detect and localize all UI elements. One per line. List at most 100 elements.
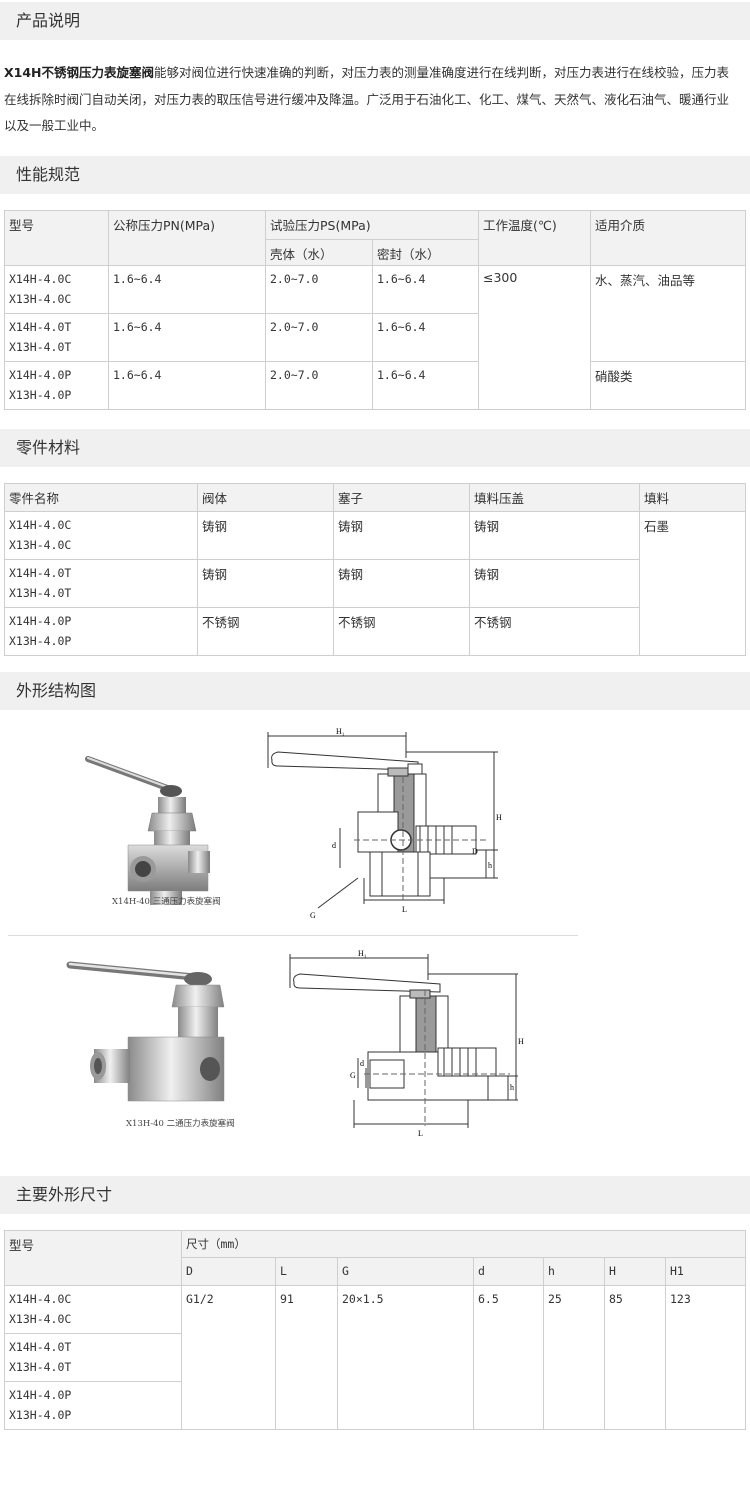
dim-header-size: 尺寸（mm） xyxy=(180,1230,747,1258)
section-title: 零件材料 xyxy=(16,438,81,457)
figure-caption-2: X13H-40 二通压力表旋塞阀 xyxy=(126,1119,235,1129)
dim-header-H: H xyxy=(604,1257,666,1286)
dim-label-L: L xyxy=(418,1129,423,1138)
value-d: 6.5 xyxy=(473,1285,544,1430)
structure-figure: X14H-40 三通压力表旋塞阀 H₁ H h d D L G xyxy=(8,723,578,1156)
value-h: 25 xyxy=(543,1285,605,1430)
section-header-spec: 性能规范 xyxy=(0,156,750,194)
dim-label-H: H xyxy=(496,813,502,822)
material-header-part: 零件名称 xyxy=(4,483,198,512)
pn-cell: 1.6~6.4 xyxy=(108,265,266,314)
value-D: G1/2 xyxy=(181,1285,276,1430)
gland-cell: 铸钢 xyxy=(469,511,640,560)
section-header-description: 产品说明 xyxy=(0,2,750,40)
dim-header-model: 型号 xyxy=(4,1230,182,1286)
seal-cell: 1.6~6.4 xyxy=(372,361,479,410)
intro-paragraph: X14H不锈钢压力表旋塞阀能够对阀位进行快速准确的判断，对压力表的测量准确度进行… xyxy=(4,60,746,140)
shell-cell: 2.0~7.0 xyxy=(265,265,373,314)
gland-cell: 铸钢 xyxy=(469,559,640,608)
three-way-valve-drawing: H₁ H h d D L G xyxy=(267,728,502,920)
section-title: 外形结构图 xyxy=(16,681,97,700)
dim-label-d: d xyxy=(360,1059,364,1068)
section-title: 性能规范 xyxy=(16,165,81,184)
value-H1: 123 xyxy=(664,1285,747,1430)
material-header-plug: 塞子 xyxy=(333,483,470,512)
value-L: 91 xyxy=(275,1285,338,1430)
section-header-structure: 外形结构图 xyxy=(0,672,750,710)
section-title: 主要外形尺寸 xyxy=(16,1185,113,1204)
dim-header-d: d xyxy=(473,1257,544,1286)
dim-label-H: H xyxy=(518,1037,524,1046)
product-name: X14H不锈钢压力表旋塞阀 xyxy=(4,65,154,80)
dim-label-G: G xyxy=(350,1071,356,1080)
plug-cell: 铸钢 xyxy=(333,559,470,608)
dim-header-h: h xyxy=(543,1257,605,1286)
temp-cell: ≤300 xyxy=(478,265,591,410)
three-way-valve-photo xyxy=(85,756,210,905)
medium-cell: 硝酸类 xyxy=(590,361,746,410)
dim-label-h1: H₁ xyxy=(358,949,367,958)
dim-header-H1: H1 xyxy=(664,1257,747,1286)
dim-label-L: L xyxy=(402,905,407,914)
figure-caption-1: X14H-40 三通压力表旋塞阀 xyxy=(112,897,221,907)
gland-cell: 不锈钢 xyxy=(469,607,640,656)
spec-header-temp: 工作温度(℃) xyxy=(478,210,591,266)
spec-table: 型号 公称压力PN(MPa) 试验压力PS(MPa) 工作温度(℃) 适用介质 … xyxy=(4,210,746,410)
medium-cell: 水、蒸汽、油品等 xyxy=(590,265,746,362)
dim-label-h: h xyxy=(510,1083,514,1092)
body-cell: 铸钢 xyxy=(197,559,334,608)
spec-header-medium: 适用介质 xyxy=(590,210,746,266)
dim-header-D: D xyxy=(181,1257,276,1286)
dim-label-h1: H₁ xyxy=(336,728,345,736)
spec-header-shell: 壳体（水） xyxy=(265,239,373,266)
spec-header-ps: 试验压力PS(MPa) xyxy=(265,210,479,240)
section-header-dimension: 主要外形尺寸 xyxy=(0,1176,750,1214)
dim-header-G: G xyxy=(337,1257,474,1286)
material-header-gland: 填料压盖 xyxy=(469,483,640,512)
plug-cell: 铸钢 xyxy=(333,511,470,560)
two-way-valve-photo xyxy=(66,961,225,1102)
value-G: 20×1.5 xyxy=(337,1285,474,1430)
seal-cell: 1.6~6.4 xyxy=(372,265,479,314)
section-title: 产品说明 xyxy=(16,11,81,30)
material-header-packing: 填料 xyxy=(639,483,746,512)
dim-label-G: G xyxy=(310,911,316,920)
spec-header-model: 型号 xyxy=(4,210,109,266)
packing-cell: 石墨 xyxy=(639,511,746,656)
two-way-valve-drawing: H₁ H h G d L xyxy=(289,949,524,1138)
figure-divider xyxy=(8,935,578,936)
body-cell: 铸钢 xyxy=(197,511,334,560)
pn-cell: 1.6~6.4 xyxy=(108,361,266,410)
material-header-body: 阀体 xyxy=(197,483,334,512)
value-H: 85 xyxy=(604,1285,666,1430)
intro-line-1: X14H不锈钢压力表旋塞阀能够对阀位进行快速准确的判断，对压力表的测量准确度进行… xyxy=(4,60,746,87)
intro-text-1: 能够对阀位进行快速准确的判断，对压力表的测量准确度进行在线判断，对压力表进行在线… xyxy=(154,65,730,80)
body-cell: 不锈钢 xyxy=(197,607,334,656)
shell-cell: 2.0~7.0 xyxy=(265,361,373,410)
dim-label-d: d xyxy=(332,841,336,850)
pn-cell: 1.6~6.4 xyxy=(108,313,266,362)
spec-header-pn: 公称压力PN(MPa) xyxy=(108,210,266,266)
spec-header-seal: 密封（水） xyxy=(372,239,479,266)
dim-header-L: L xyxy=(275,1257,338,1286)
plug-cell: 不锈钢 xyxy=(333,607,470,656)
dim-label-h: h xyxy=(488,861,492,870)
